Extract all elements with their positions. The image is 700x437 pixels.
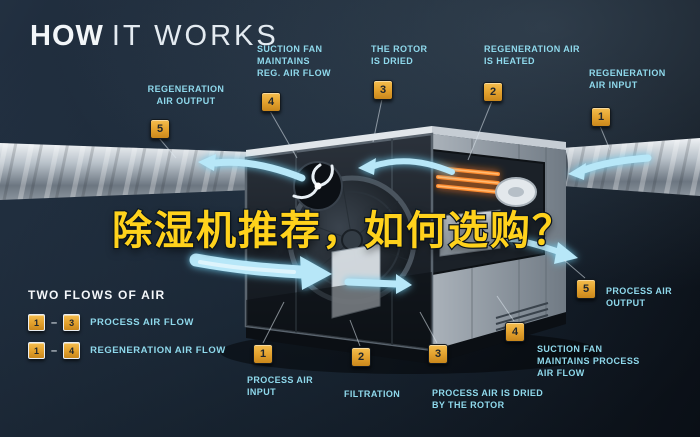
callout-label-process-air-dried: PROCESS AIR IS DRIED BY THE ROTOR — [432, 388, 544, 410]
title-how: HOW — [30, 20, 104, 52]
callout-label-filtration: FILTRATION — [344, 389, 401, 399]
title-it-works: IT WORKS — [111, 20, 279, 52]
overlay-headline: 除湿机推荐，如何选购？ — [111, 207, 574, 256]
callout-label-reg-air-input: REGENERATION AIR INPUT — [589, 68, 666, 90]
legend-badge-process-to: 3 — [63, 314, 81, 331]
callout-label-process-air-input: PROCESS AIR INPUT — [247, 375, 314, 397]
right-duct — [556, 138, 700, 196]
callout-label-suction-fan-process: SUCTION FAN MAINTAINS PROCESS AIR FLOW — [537, 344, 640, 378]
callout-badge-process-air-input: 1 — [253, 344, 273, 364]
legend-badge-regen-to: 4 — [63, 342, 81, 359]
callout-badge-reg-air-heated: 2 — [483, 82, 503, 102]
legend-row-process: 1 – 3 PROCESS AIR FLOW — [28, 314, 226, 331]
callout-badge-reg-air-output: 5 — [150, 119, 170, 139]
legend-badge-regen-from: 1 — [28, 342, 45, 359]
callout-lines — [158, 98, 611, 347]
legend-row-regeneration: 1 – 4 REGENERATION AIR FLOW — [28, 342, 226, 359]
legend-badge-process-from: 1 — [28, 314, 45, 331]
callout-badge-reg-air-input: 1 — [591, 107, 611, 127]
cabinet — [244, 126, 566, 352]
callout-label-reg-air-heated: REGENERATION AIR IS HEATED — [484, 44, 580, 66]
airflow-arrows — [189, 154, 652, 294]
callout-label-suction-fan-reg: SUCTION FAN MAINTAINS REG. AIR FLOW — [257, 44, 331, 78]
suction-fan — [292, 161, 343, 211]
callout-label-process-air-output: PROCESS AIR OUTPUT — [606, 286, 673, 308]
callout-badge-rotor-is-dried: 3 — [373, 80, 393, 100]
legend-label-regeneration: REGENERATION AIR FLOW — [90, 345, 226, 356]
callout-badge-suction-fan-reg: 4 — [261, 92, 281, 112]
legend-dash: – — [51, 316, 58, 329]
cabinet-base — [246, 312, 566, 364]
callout-badge-filtration: 2 — [351, 347, 371, 367]
legend-dash: – — [51, 344, 58, 357]
process-fan-housing — [439, 209, 501, 257]
legend: TWO FLOWS OF AIR 1 – 3 PROCESS AIR FLOW … — [28, 288, 226, 370]
callout-label-reg-air-output: REGENERATION AIR OUTPUT — [147, 84, 225, 106]
callout-badge-suction-fan-process: 4 — [505, 322, 525, 342]
callout-label-rotor-is-dried: THE ROTOR IS DRIED — [371, 44, 428, 66]
callout-badge-process-air-output: 5 — [576, 279, 596, 299]
legend-heading: TWO FLOWS OF AIR — [28, 288, 166, 302]
legend-label-process: PROCESS AIR FLOW — [90, 317, 194, 328]
callout-badge-process-air-dried: 3 — [428, 344, 448, 364]
